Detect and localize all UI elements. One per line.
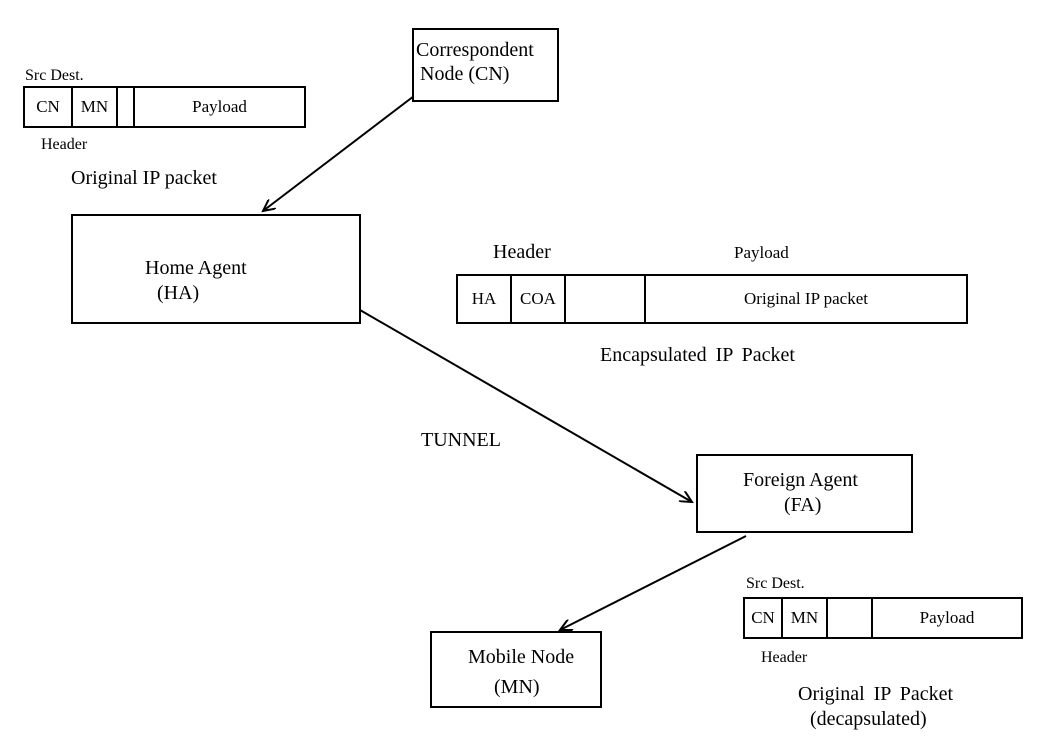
arrow-cn-to-ha xyxy=(263,95,415,211)
foreign-agent-box: Foreign Agent (FA) xyxy=(696,454,913,533)
decapsulated-ip-packet: CN MN Payload xyxy=(743,597,1023,639)
decap-cell-src: CN xyxy=(745,599,783,637)
packet-cell-src: CN xyxy=(25,88,73,126)
home-agent-box: Home Agent (HA) xyxy=(71,214,361,324)
tunnel-arrow-ha-to-fa xyxy=(359,309,692,502)
mobile-node-label-line1: Mobile Node xyxy=(468,646,575,668)
decap-cell-dest: MN xyxy=(783,599,828,637)
home-agent-label-line1: Home Agent xyxy=(145,257,247,279)
decap-cell-header-extra xyxy=(828,599,873,637)
encapsulated-packet-header-label: Header xyxy=(493,241,551,263)
mobile-node-label-line2: (MN) xyxy=(494,676,540,698)
original-ip-packet: CN MN Payload xyxy=(23,86,306,128)
encap-cell-original-packet: Original IP packet xyxy=(744,289,868,308)
foreign-agent-label-line2: (FA) xyxy=(784,494,822,516)
encap-cell-header-extra xyxy=(566,276,646,322)
encapsulated-packet-caption: Encapsulated IP Packet xyxy=(600,344,795,366)
packet-cell-dest: MN xyxy=(73,88,118,126)
original-packet-header-label: Header xyxy=(41,136,88,153)
decap-packet-src-dest-label: Src Dest. xyxy=(746,575,805,592)
arrow-fa-to-mn xyxy=(560,535,747,630)
mobile-node-box: Mobile Node (MN) xyxy=(430,631,602,708)
correspondent-node-label-line2: Node (CN) xyxy=(420,63,510,85)
correspondent-node-box: Correspondent Node (CN) xyxy=(412,28,559,102)
decap-packet-caption-line1: Original IP Packet xyxy=(798,683,954,705)
home-agent-label-line2: (HA) xyxy=(157,282,200,304)
packet-cell-payload: Payload xyxy=(192,97,247,116)
original-packet-caption: Original IP packet xyxy=(71,167,217,189)
encap-cell-coa: COA xyxy=(512,276,566,322)
decap-packet-caption-line2: (decapsulated) xyxy=(810,708,927,730)
encap-cell-ha: HA xyxy=(458,276,512,322)
foreign-agent-label-line1: Foreign Agent xyxy=(743,469,858,491)
tunnel-label: TUNNEL xyxy=(421,429,501,451)
packet-cell-header-extra xyxy=(118,88,135,126)
correspondent-node-label-line1: Correspondent xyxy=(416,39,534,61)
encapsulated-packet-payload-label: Payload xyxy=(734,243,789,262)
original-packet-src-dest-label: Src Dest. xyxy=(25,67,84,84)
decap-packet-header-label: Header xyxy=(761,649,808,666)
decap-cell-payload: Payload xyxy=(919,608,975,627)
encapsulated-ip-packet: HA COA Original IP packet xyxy=(456,274,968,324)
